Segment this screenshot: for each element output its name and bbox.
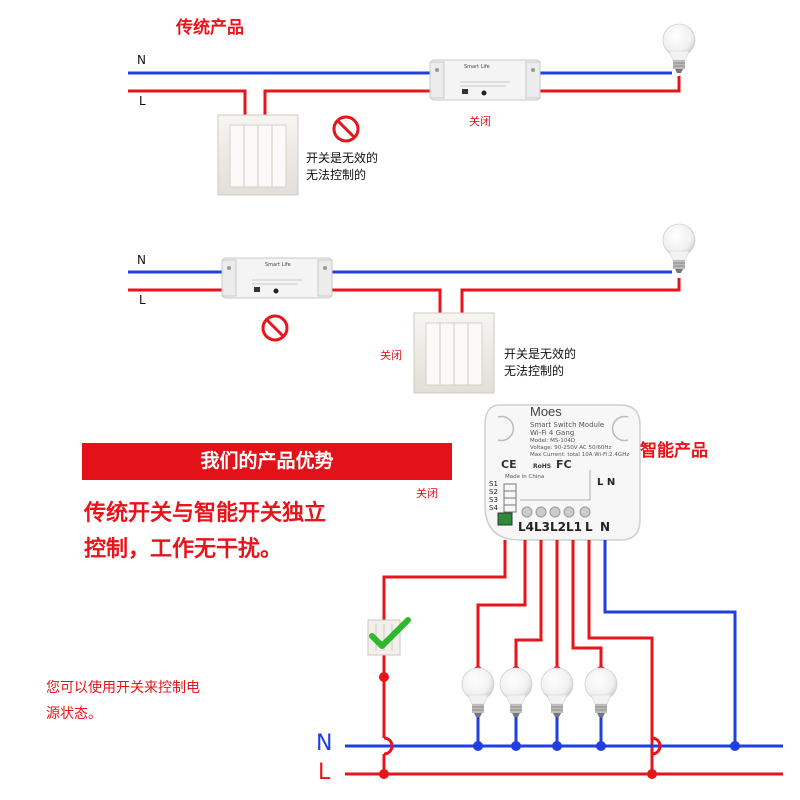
terminal-l: L: [585, 520, 593, 534]
terminal-s2: S2: [489, 488, 498, 496]
module-live-hop: [651, 736, 662, 756]
terminal-l4: L4: [518, 520, 534, 534]
smart-switch-module: [484, 404, 641, 541]
bottom-wire-l-label: L: [318, 760, 331, 785]
bulb-l1: [584, 667, 618, 718]
middle-note-line2: 无法控制的: [504, 364, 565, 378]
advantage-line1: 传统开关与智能开关独立: [84, 501, 327, 526]
top-wall-switch: [217, 114, 299, 196]
middle-relay-brand: Smart Life: [265, 262, 291, 268]
middle-prohibited-icon: [261, 314, 289, 342]
module-type: Wi-Fi 4 Gang: [530, 429, 575, 437]
bottom-status-off: 关闭: [416, 487, 438, 500]
middle-wall-switch: [413, 312, 495, 394]
advantages-banner: 我们的产品优势: [82, 443, 452, 480]
smart-product-label: 智能产品: [640, 441, 708, 461]
tip-line2: 源状态。: [46, 706, 102, 722]
module-voltage: Voltage: 90-250V AC 50/60Hz: [530, 445, 612, 451]
rohs-mark: RoHS: [533, 463, 552, 470]
bulb-l2: [540, 667, 574, 718]
module-origin: Made in China: [505, 474, 545, 480]
top-status-off: 关闭: [469, 115, 491, 128]
middle-live-wire: [128, 278, 681, 318]
bulb-l4: [461, 667, 495, 718]
traditional-product-title: 传统产品: [176, 18, 244, 38]
top-note-line1: 开关是无效的: [306, 151, 379, 165]
terminal-l1: L1: [566, 520, 582, 534]
terminal-n: N: [600, 520, 611, 534]
ce-mark: CE: [501, 458, 517, 471]
top-wire-n-label: N: [137, 53, 146, 67]
bulb-neutral-drops: [476, 712, 603, 746]
middle-bulb: [662, 223, 696, 274]
top-bulb: [662, 23, 696, 74]
module-output-wires: [382, 540, 737, 772]
module-top-terminals: L N: [597, 477, 616, 488]
top-wire-l-label: L: [139, 94, 146, 108]
top-prohibited-icon: [332, 115, 360, 143]
check-icon: [369, 617, 411, 649]
fc-mark: FC: [556, 458, 572, 471]
module-current: Max Current: total 10A Wi-Fi:2.4GHz: [530, 452, 630, 458]
bulb-l3: [499, 667, 533, 718]
terminal-l2: L2: [550, 520, 566, 534]
module-name: Smart Switch Module: [530, 421, 605, 429]
top-live-wire: [128, 76, 681, 120]
module-model: Model: MS-104D: [530, 438, 576, 444]
top-note-line2: 无法控制的: [306, 168, 367, 182]
middle-status-off: 关闭: [380, 349, 402, 362]
module-brand: Moes: [530, 404, 562, 419]
middle-note-line1: 开关是无效的: [504, 347, 577, 361]
terminal-s1: S1: [489, 480, 498, 488]
middle-wire-l-label: L: [139, 293, 146, 307]
bottom-wire-n-label: N: [316, 731, 333, 756]
top-relay-brand: Smart Life: [464, 64, 490, 70]
terminal-s3: S3: [489, 496, 498, 504]
advantage-line2: 控制，工作无干扰。: [84, 537, 283, 562]
tip-line1: 您可以使用开关来控制电: [46, 680, 200, 696]
middle-wire-n-label: N: [137, 253, 146, 267]
terminal-l3: L3: [534, 520, 550, 534]
terminal-s4: S4: [489, 504, 498, 512]
